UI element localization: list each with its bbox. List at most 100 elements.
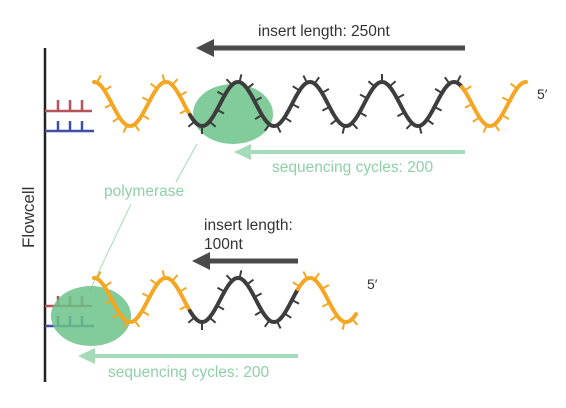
base-tick xyxy=(208,120,217,128)
base-tick xyxy=(150,82,158,90)
top-primer-red xyxy=(45,100,92,113)
base-tick xyxy=(443,76,451,85)
polymerase-pointer-top xyxy=(175,143,198,183)
base-tick xyxy=(283,312,292,319)
base-tick xyxy=(263,319,271,328)
bottom-insert-label-line1: insert length: xyxy=(204,217,293,234)
base-tick xyxy=(238,74,243,83)
top-five-prime: 5′ xyxy=(537,86,548,102)
base-tick xyxy=(321,106,330,112)
base-tick xyxy=(367,80,376,88)
base-tick xyxy=(216,108,225,115)
base-tick xyxy=(405,122,413,130)
base-tick xyxy=(302,271,308,280)
base-tick xyxy=(141,310,150,316)
base-tick xyxy=(501,96,510,102)
base-tick xyxy=(103,281,112,288)
top-insert-arrow xyxy=(196,39,465,57)
base-tick xyxy=(112,116,121,123)
base-tick xyxy=(292,281,301,288)
base-tick xyxy=(187,316,196,324)
base-tick xyxy=(96,271,102,280)
base-tick xyxy=(122,320,128,329)
base-tick xyxy=(426,118,434,126)
base-tick xyxy=(501,114,510,120)
base-tick xyxy=(179,108,188,115)
base-tick xyxy=(388,80,397,88)
base-tick xyxy=(291,103,300,109)
base-tick xyxy=(217,286,225,293)
base-tick xyxy=(434,88,443,94)
base-tick xyxy=(150,278,158,286)
base-tick xyxy=(456,75,462,84)
top-primer-blue xyxy=(45,121,94,133)
base-tick xyxy=(359,111,367,118)
top-cycles-arrow xyxy=(234,144,465,160)
flowcell-label: Flowcell xyxy=(19,187,38,248)
top-strand xyxy=(92,74,528,134)
base-tick xyxy=(321,284,330,290)
base-tick xyxy=(321,88,330,94)
base-tick xyxy=(141,96,150,102)
base-tick xyxy=(341,321,346,330)
bottom-strand xyxy=(92,270,359,330)
bottom-cycles-label: sequencing cycles: 200 xyxy=(108,364,270,381)
base-tick xyxy=(359,93,368,100)
base-tick xyxy=(133,319,141,328)
base-tick xyxy=(171,78,179,86)
base-tick xyxy=(263,123,271,132)
base-tick xyxy=(463,85,472,92)
base-tick xyxy=(434,106,443,112)
base-tick xyxy=(254,114,263,120)
base-tick xyxy=(187,120,196,128)
strand-insert xyxy=(188,275,300,325)
base-tick xyxy=(313,272,321,281)
base-tick xyxy=(341,125,346,134)
base-tick xyxy=(351,122,359,130)
bottom-cycles-arrow xyxy=(78,348,298,364)
base-tick xyxy=(122,124,128,133)
base-tick xyxy=(161,270,166,279)
base-tick xyxy=(291,299,300,305)
base-tick xyxy=(133,123,141,132)
base-tick xyxy=(179,286,187,293)
base-tick xyxy=(246,278,254,286)
base-tick xyxy=(246,82,254,90)
base-tick xyxy=(96,75,102,84)
base-tick xyxy=(171,274,179,282)
base-tick xyxy=(276,320,282,329)
base-tick xyxy=(351,318,359,326)
base-tick xyxy=(397,111,405,118)
base-tick xyxy=(141,114,150,120)
top-insert-label: insert length: 250nt xyxy=(258,23,391,40)
base-tick xyxy=(418,125,423,134)
base-tick xyxy=(283,116,292,123)
base-tick xyxy=(482,124,488,133)
base-tick xyxy=(254,310,263,316)
base-tick xyxy=(464,103,473,109)
base-tick xyxy=(472,116,481,123)
bottom-insert-arrow xyxy=(192,252,298,270)
base-tick xyxy=(254,96,263,102)
base-tick xyxy=(321,302,330,308)
base-tick xyxy=(141,292,150,298)
base-tick xyxy=(313,76,321,85)
base-tick xyxy=(104,299,113,305)
base-tick xyxy=(112,312,121,319)
base-tick xyxy=(396,93,405,100)
base-tick xyxy=(104,103,113,109)
base-tick xyxy=(276,124,282,133)
strand-insert xyxy=(188,79,464,129)
base-tick xyxy=(216,304,225,311)
polymerase-label: polymerase xyxy=(104,183,184,200)
base-tick xyxy=(179,304,188,311)
base-tick xyxy=(179,90,187,97)
base-tick xyxy=(238,270,243,279)
base-tick xyxy=(330,314,338,322)
base-tick xyxy=(254,292,263,298)
base-tick xyxy=(302,75,308,84)
base-tick xyxy=(161,74,166,83)
base-tick xyxy=(510,82,518,90)
